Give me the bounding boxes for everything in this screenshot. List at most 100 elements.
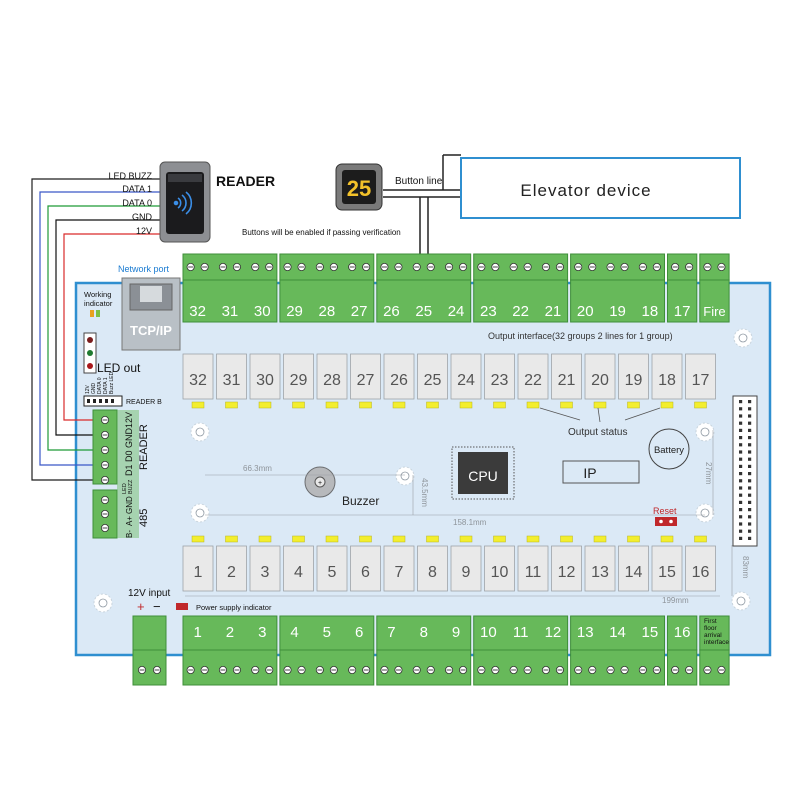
network-port: TCP/IP: [121, 277, 181, 351]
top-terminal-label: 22: [512, 303, 529, 320]
button-line-wires: [383, 154, 461, 255]
relay: [685, 353, 716, 400]
battery-label: Battery: [654, 445, 684, 456]
power-terminal: [132, 649, 167, 686]
controller-board: [74, 281, 772, 657]
relay-label: 15: [658, 564, 676, 581]
reader-b-header: [83, 395, 123, 407]
bottom-terminal-block: [279, 649, 375, 686]
top-terminal-label: 24: [448, 303, 465, 320]
bottom-terminal-label: 3: [258, 624, 266, 641]
wire-label-gnd: GND: [132, 212, 153, 222]
dim-199mm: 199mm: [662, 596, 689, 605]
relay: [584, 545, 616, 592]
reader-pin-12v: 12V: [124, 412, 134, 428]
top-terminal-label: 19: [609, 303, 626, 320]
relay-label: 9: [462, 564, 471, 581]
output-status-led: [325, 401, 339, 409]
relay: [350, 353, 381, 400]
power-terminal-top: [132, 615, 167, 651]
output-status-led: [225, 535, 238, 543]
output-status-led: [694, 535, 707, 543]
relay: [651, 353, 683, 400]
reader-terminal-label: READER: [138, 424, 150, 470]
output-status-led: [526, 401, 540, 409]
power-indicator-led: [176, 603, 188, 610]
relay-label: 11: [525, 564, 542, 581]
output-interface-caption: Output interface(32 groups 2 lines for 1…: [488, 331, 673, 341]
right-pin-header: [732, 395, 758, 547]
output-status-led: [627, 535, 640, 543]
top-terminal-label-block: [182, 279, 278, 323]
power-indicator-label: Power supply indicator: [196, 603, 272, 612]
relay-label: 3: [261, 564, 270, 581]
dim-158mm: 158.1mm: [453, 518, 487, 527]
first-floor-line-1: First: [704, 618, 717, 625]
top-terminal-label-block: [279, 279, 375, 323]
relay-label: 19: [625, 372, 643, 389]
relay-label: 16: [692, 564, 710, 581]
relay: [450, 353, 482, 400]
reader-wire: [31, 178, 160, 481]
top-terminal-block: [376, 253, 472, 281]
relay: [651, 545, 683, 592]
output-status-led: [225, 401, 238, 409]
ip-label: IP: [583, 465, 596, 481]
top-terminal-block: [279, 253, 375, 281]
wire-label-12v: 12V: [136, 226, 152, 236]
relay: [551, 353, 582, 400]
bottom-terminal-label: 15: [642, 624, 659, 641]
relay: [517, 545, 549, 592]
reader-wire-labels: LED BUZZ DATA 1 DATA 0 GND 12V: [108, 171, 152, 236]
output-status-led: [493, 535, 506, 543]
pin-header-body: [732, 395, 758, 547]
reader-b-pin-12v: 12V: [85, 384, 91, 394]
network-port-label: Network port: [118, 264, 170, 274]
relay: [484, 353, 515, 400]
led-out-label: LED out: [97, 361, 141, 375]
relay: [182, 545, 214, 592]
reader-b-pin-gnd: GND: [91, 383, 97, 395]
relay: [350, 545, 381, 592]
output-status-led: [627, 401, 640, 409]
bottom-terminal-label: 7: [387, 624, 395, 641]
reset-button[interactable]: [655, 517, 677, 526]
bottom-terminal-label: 9: [452, 624, 460, 641]
bottom-terminal-label: 4: [290, 624, 298, 641]
relay: [551, 545, 582, 592]
top-terminal-block: [570, 253, 665, 281]
bottom-terminal-label: 11: [513, 624, 529, 641]
output-status-led: [392, 401, 406, 409]
relay-label: 21: [558, 372, 576, 389]
top-terminal-block: [182, 253, 278, 281]
bottom-terminal-block: [376, 649, 472, 686]
reader-wire: [63, 233, 160, 421]
top-terminal-label: 29: [286, 303, 303, 320]
output-status-led: [493, 401, 506, 409]
output-status-leaders: [539, 407, 661, 423]
first-floor-label: First floor arrival interface: [704, 618, 729, 646]
first-floor-line-2: floor: [704, 625, 717, 632]
reader-b-pins: [87, 399, 114, 403]
buzzer-label: Buzzer: [342, 494, 379, 508]
relay: [216, 353, 247, 400]
relay-label: 8: [428, 564, 437, 581]
output-status-led: [593, 401, 607, 409]
relay-label: 26: [390, 372, 408, 389]
network-port-text: TCP/IP: [130, 323, 172, 338]
bottom-terminal-label-block: [376, 615, 472, 651]
relay: [249, 353, 281, 400]
relay-label: 13: [591, 564, 609, 581]
relay-label: 18: [658, 372, 676, 389]
output-status-led: [359, 401, 372, 409]
cpu-label: CPU: [468, 468, 498, 484]
wire-label-led-buzz: LED BUZZ: [108, 171, 152, 181]
output-status-led: [292, 401, 305, 409]
reader-wire: [55, 219, 160, 436]
relay: [517, 353, 549, 400]
relay: [316, 545, 348, 592]
bottom-terminal-label-block: [570, 615, 665, 651]
top-terminal-label-block: [473, 279, 569, 323]
bottom-terminal-label: 6: [355, 624, 363, 641]
